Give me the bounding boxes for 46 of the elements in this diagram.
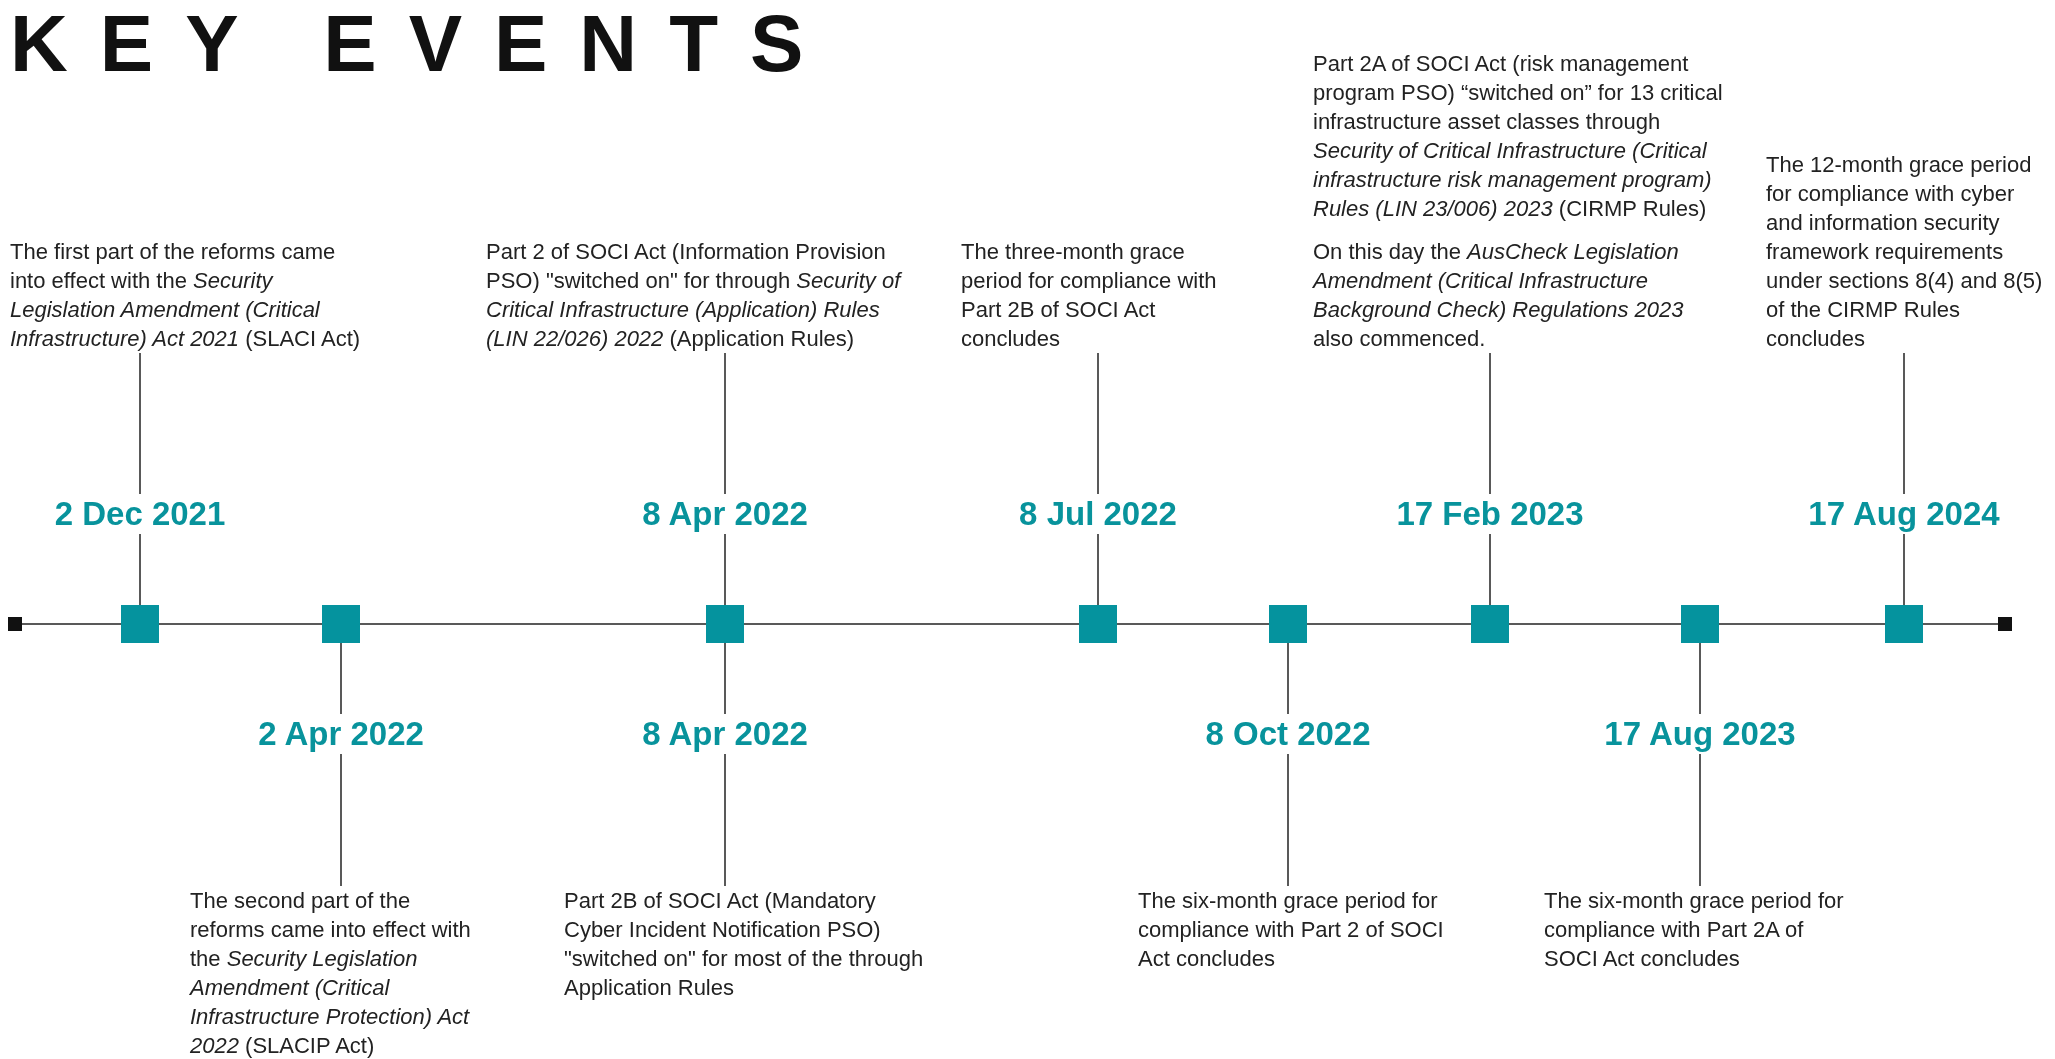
event-description: The first part of the reforms came into effect with the Security Legislation Amendment (Critical Infrastructure) Act 2021 (SLACI Act): [10, 237, 370, 353]
connector-line: [1489, 533, 1491, 606]
connector-line: [724, 642, 726, 715]
date-label: 8 Apr 2022: [642, 494, 808, 534]
connector-line: [724, 753, 726, 887]
connector-line: [1489, 352, 1491, 495]
event-description: Part 2 of SOCI Act (Information Provision PSO) "switched on" for through Security of Critical Infrastructure (Application) Rules (LIN 22/026) 2022 (Application Rules): [486, 237, 926, 353]
event-description: The second part of the reforms came into effect with the Security Legislation Amendment (Critical Infrastructure Protection) Act 2022 (SLACIP Act): [190, 886, 490, 1059]
timeline-marker: [1681, 605, 1719, 643]
date-label: 17 Aug 2023: [1604, 714, 1796, 754]
date-label: 8 Jul 2022: [1019, 494, 1177, 534]
date-label: 2 Dec 2021: [54, 494, 226, 534]
date-label: 8 Apr 2022: [642, 714, 808, 754]
connector-line: [139, 352, 141, 495]
timeline-marker: [706, 605, 744, 643]
event-description: The six-month grace period for compliance with Part 2A of SOCI Act concludes: [1544, 886, 1854, 973]
date-label: 17 Feb 2023: [1396, 494, 1584, 534]
event-description: The six-month grace period for compliance with Part 2 of SOCI Act concludes: [1138, 886, 1448, 973]
event-description: On this day the AusCheck Legislation Amendment (Critical Infrastructure Background Check) Regulations 2023 also commenced.: [1313, 238, 1685, 353]
connector-line: [724, 352, 726, 495]
event-description: Part 2A of SOCI Act (risk management program PSO) “switched on” for 13 critical infrastructure asset classes through Security of Critical Infrastructure (Critical infrastructure risk management program) Rules (LIN 23/006) 2023 (CIRMP Rules): [1313, 50, 1723, 223]
connector-line: [1903, 352, 1905, 495]
date-label: 17 Aug 2024: [1808, 494, 2000, 534]
date-label: 8 Oct 2022: [1205, 714, 1371, 754]
timeline-marker: [121, 605, 159, 643]
connector-line: [1287, 642, 1289, 715]
date-label: 2 Apr 2022: [258, 714, 424, 754]
timeline-marker: [1471, 605, 1509, 643]
event-description: The 12-month grace period for compliance with cyber and information security framework requirements under sections 8(4) and 8(5) of the CIRMP Rules concludes: [1766, 150, 2052, 353]
connector-line: [1903, 533, 1905, 606]
event-description: Part 2B of SOCI Act (Mandatory Cyber Incident Notification PSO) "switched on" for most of the through Application Rules: [564, 886, 924, 1002]
connector-line: [1699, 753, 1701, 887]
connector-line: [1699, 642, 1701, 715]
connector-line: [724, 533, 726, 606]
connector-line: [1287, 753, 1289, 887]
timeline-marker: [1079, 605, 1117, 643]
connector-line: [1097, 533, 1099, 606]
connector-line: [1097, 352, 1099, 495]
connector-line: [139, 533, 141, 606]
connector-line: [340, 642, 342, 715]
timeline-marker: [1269, 605, 1307, 643]
connector-line: [340, 753, 342, 887]
page-title: KEY EVENTS: [10, 0, 836, 88]
timeline-marker: [1885, 605, 1923, 643]
event-description: The three-month grace period for compliance with Part 2B of SOCI Act concludes: [961, 237, 1236, 353]
timeline-marker: [322, 605, 360, 643]
